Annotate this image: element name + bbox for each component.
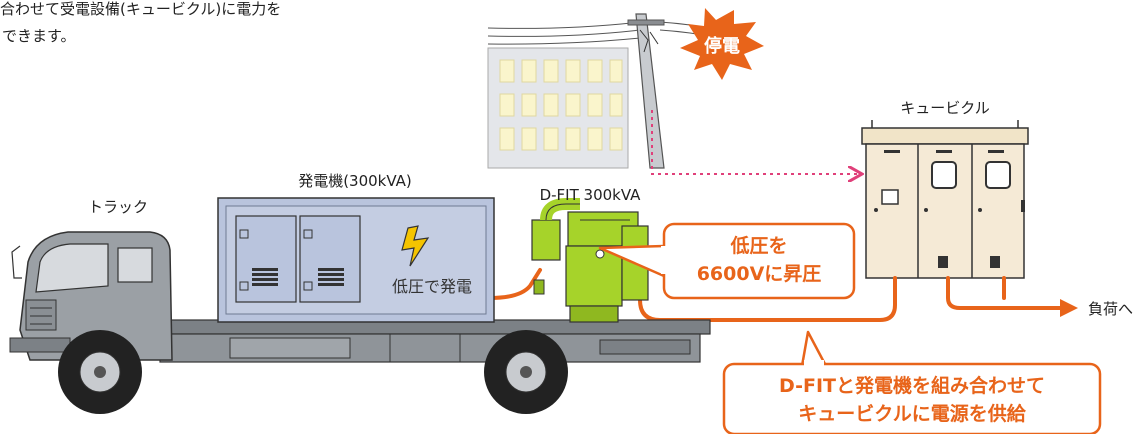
cubicle — [861, 120, 1029, 279]
truck — [9, 231, 711, 414]
lightning-icon — [401, 225, 430, 267]
supply-line-2: キュービクルに電源を供給 — [798, 403, 1026, 425]
outage-label: 停電 — [704, 35, 740, 57]
intro-line-2: できます。 — [2, 27, 76, 45]
dfit-label: D-FIT 300kVA — [540, 186, 642, 204]
low-voltage-gen-label: 低圧で発電 — [392, 277, 472, 296]
boost-line-2: 6600Vに昇圧 — [696, 263, 822, 285]
orange-cables — [488, 268, 1064, 322]
utility-pole — [627, 13, 665, 169]
generator-label: 発電機(300kVA) — [298, 172, 412, 190]
building — [487, 47, 629, 169]
outage-burst-icon — [680, 8, 764, 80]
truck-label: トラック — [88, 198, 148, 216]
dfit-unit — [531, 198, 649, 323]
intro-line-1: 合わせて受電設備(キュービクル)に電力を — [0, 0, 282, 18]
boost-callout-text: 低圧を 6600Vに昇圧 — [664, 232, 854, 288]
pink-dotted-arrow — [651, 110, 860, 174]
intro-text: 合わせて受電設備(キュービクル)に電力を できます。 — [0, 0, 400, 50]
to-load-arrow-icon — [1060, 299, 1078, 317]
supply-callout-box — [722, 362, 1102, 434]
boost-line-1: 低圧を — [730, 235, 788, 257]
power-lines — [487, 21, 721, 45]
cubicle-label: キュービクル — [900, 99, 990, 117]
supply-line-1: D-FITと発電機を組み合わせて — [778, 375, 1046, 397]
to-load-label: 負荷へ — [1088, 300, 1133, 318]
generator — [217, 197, 495, 323]
supply-callout-text: D-FITと発電機を組み合わせて キュービクルに電源を供給 — [724, 372, 1100, 428]
